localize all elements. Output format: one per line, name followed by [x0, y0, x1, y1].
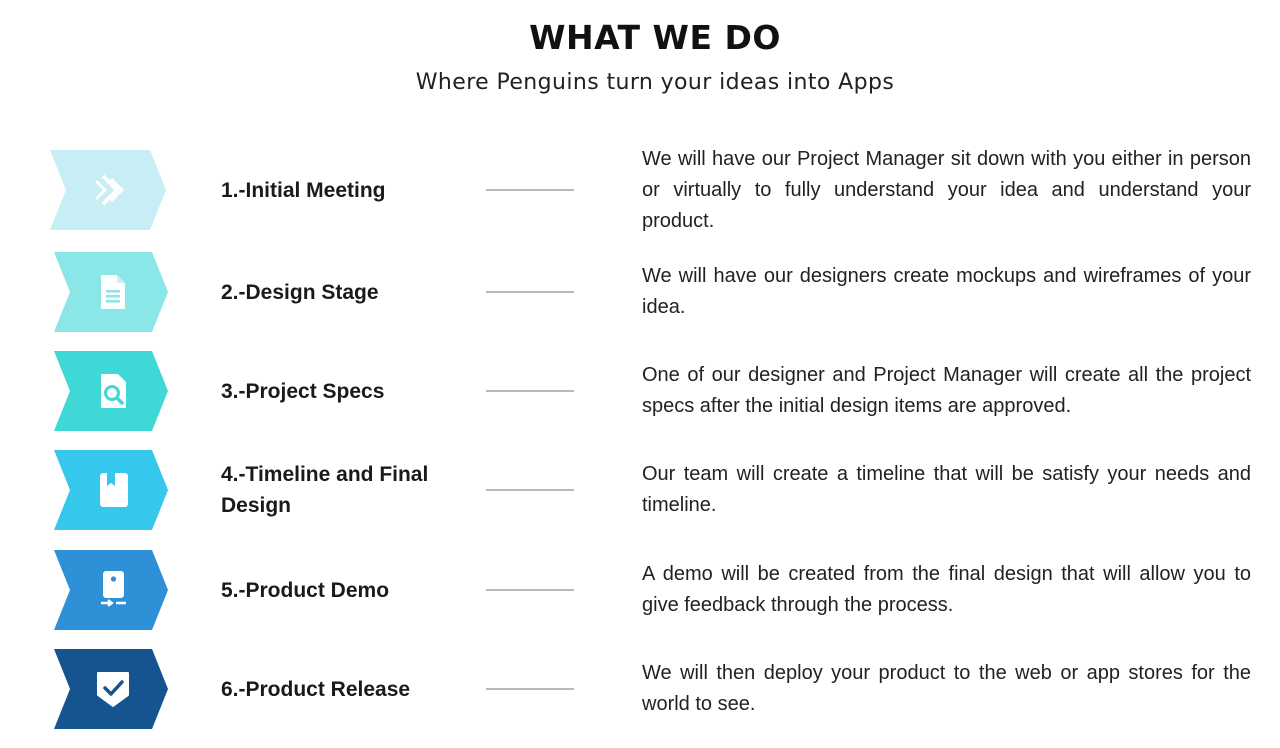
step-title: 1.-Initial Meeting: [221, 178, 386, 202]
connector-line: [486, 390, 574, 392]
shield-check-icon: [93, 669, 133, 709]
step-chevron: [50, 351, 170, 431]
step-chevron: [50, 550, 170, 630]
connector-line: [486, 189, 574, 191]
step-description: Our team will create a timeline that wil…: [642, 463, 1251, 516]
step-description: We will then deploy your product to the …: [642, 662, 1251, 715]
step-project-specs: 3.-Project Specs One of our designer and…: [0, 351, 1280, 431]
step-design-stage: 2.-Design Stage We will have our designe…: [0, 252, 1280, 332]
step-description: We will have our Project Manager sit dow…: [642, 147, 1251, 232]
connector-line: [486, 291, 574, 293]
step-description: One of our designer and Project Manager …: [642, 364, 1251, 417]
step-title: 2.-Design Stage: [221, 280, 379, 304]
step-title: 4.-Timeline and Final Design: [221, 463, 429, 517]
step-description: We will have our designers create mockup…: [642, 265, 1251, 318]
step-title: 6.-Product Release: [221, 677, 411, 701]
step-chevron: [50, 150, 170, 230]
bookmark-icon: [93, 470, 133, 510]
step-chevron: [50, 252, 170, 332]
step-product-demo: 5.-Product Demo A demo will be created f…: [0, 550, 1280, 630]
connector-line: [486, 688, 574, 690]
step-title: 5.-Product Demo: [221, 578, 390, 602]
document-icon: [93, 272, 133, 312]
double-chevron-right-icon: [93, 170, 133, 210]
step-description: A demo will be created from the final de…: [642, 563, 1251, 616]
mobile-transfer-icon: [93, 570, 133, 610]
connector-line: [486, 589, 574, 591]
step-chevron: [50, 649, 170, 729]
page-subtitle: Where Penguins turn your ideas into Apps: [415, 70, 895, 95]
step-title: 3.-Project Specs: [221, 379, 385, 403]
step-initial-meeting: 1.-Initial Meeting We will have our Proj…: [0, 147, 1280, 232]
step-chevron: [50, 450, 170, 530]
page-title: WHAT WE DO: [529, 18, 781, 57]
step-timeline-final-design: 4.-Timeline and Final Design Our team wi…: [0, 450, 1280, 530]
file-search-icon: [93, 371, 133, 411]
connector-line: [486, 489, 574, 491]
step-product-release: 6.-Product Release We will then deploy y…: [0, 649, 1280, 729]
